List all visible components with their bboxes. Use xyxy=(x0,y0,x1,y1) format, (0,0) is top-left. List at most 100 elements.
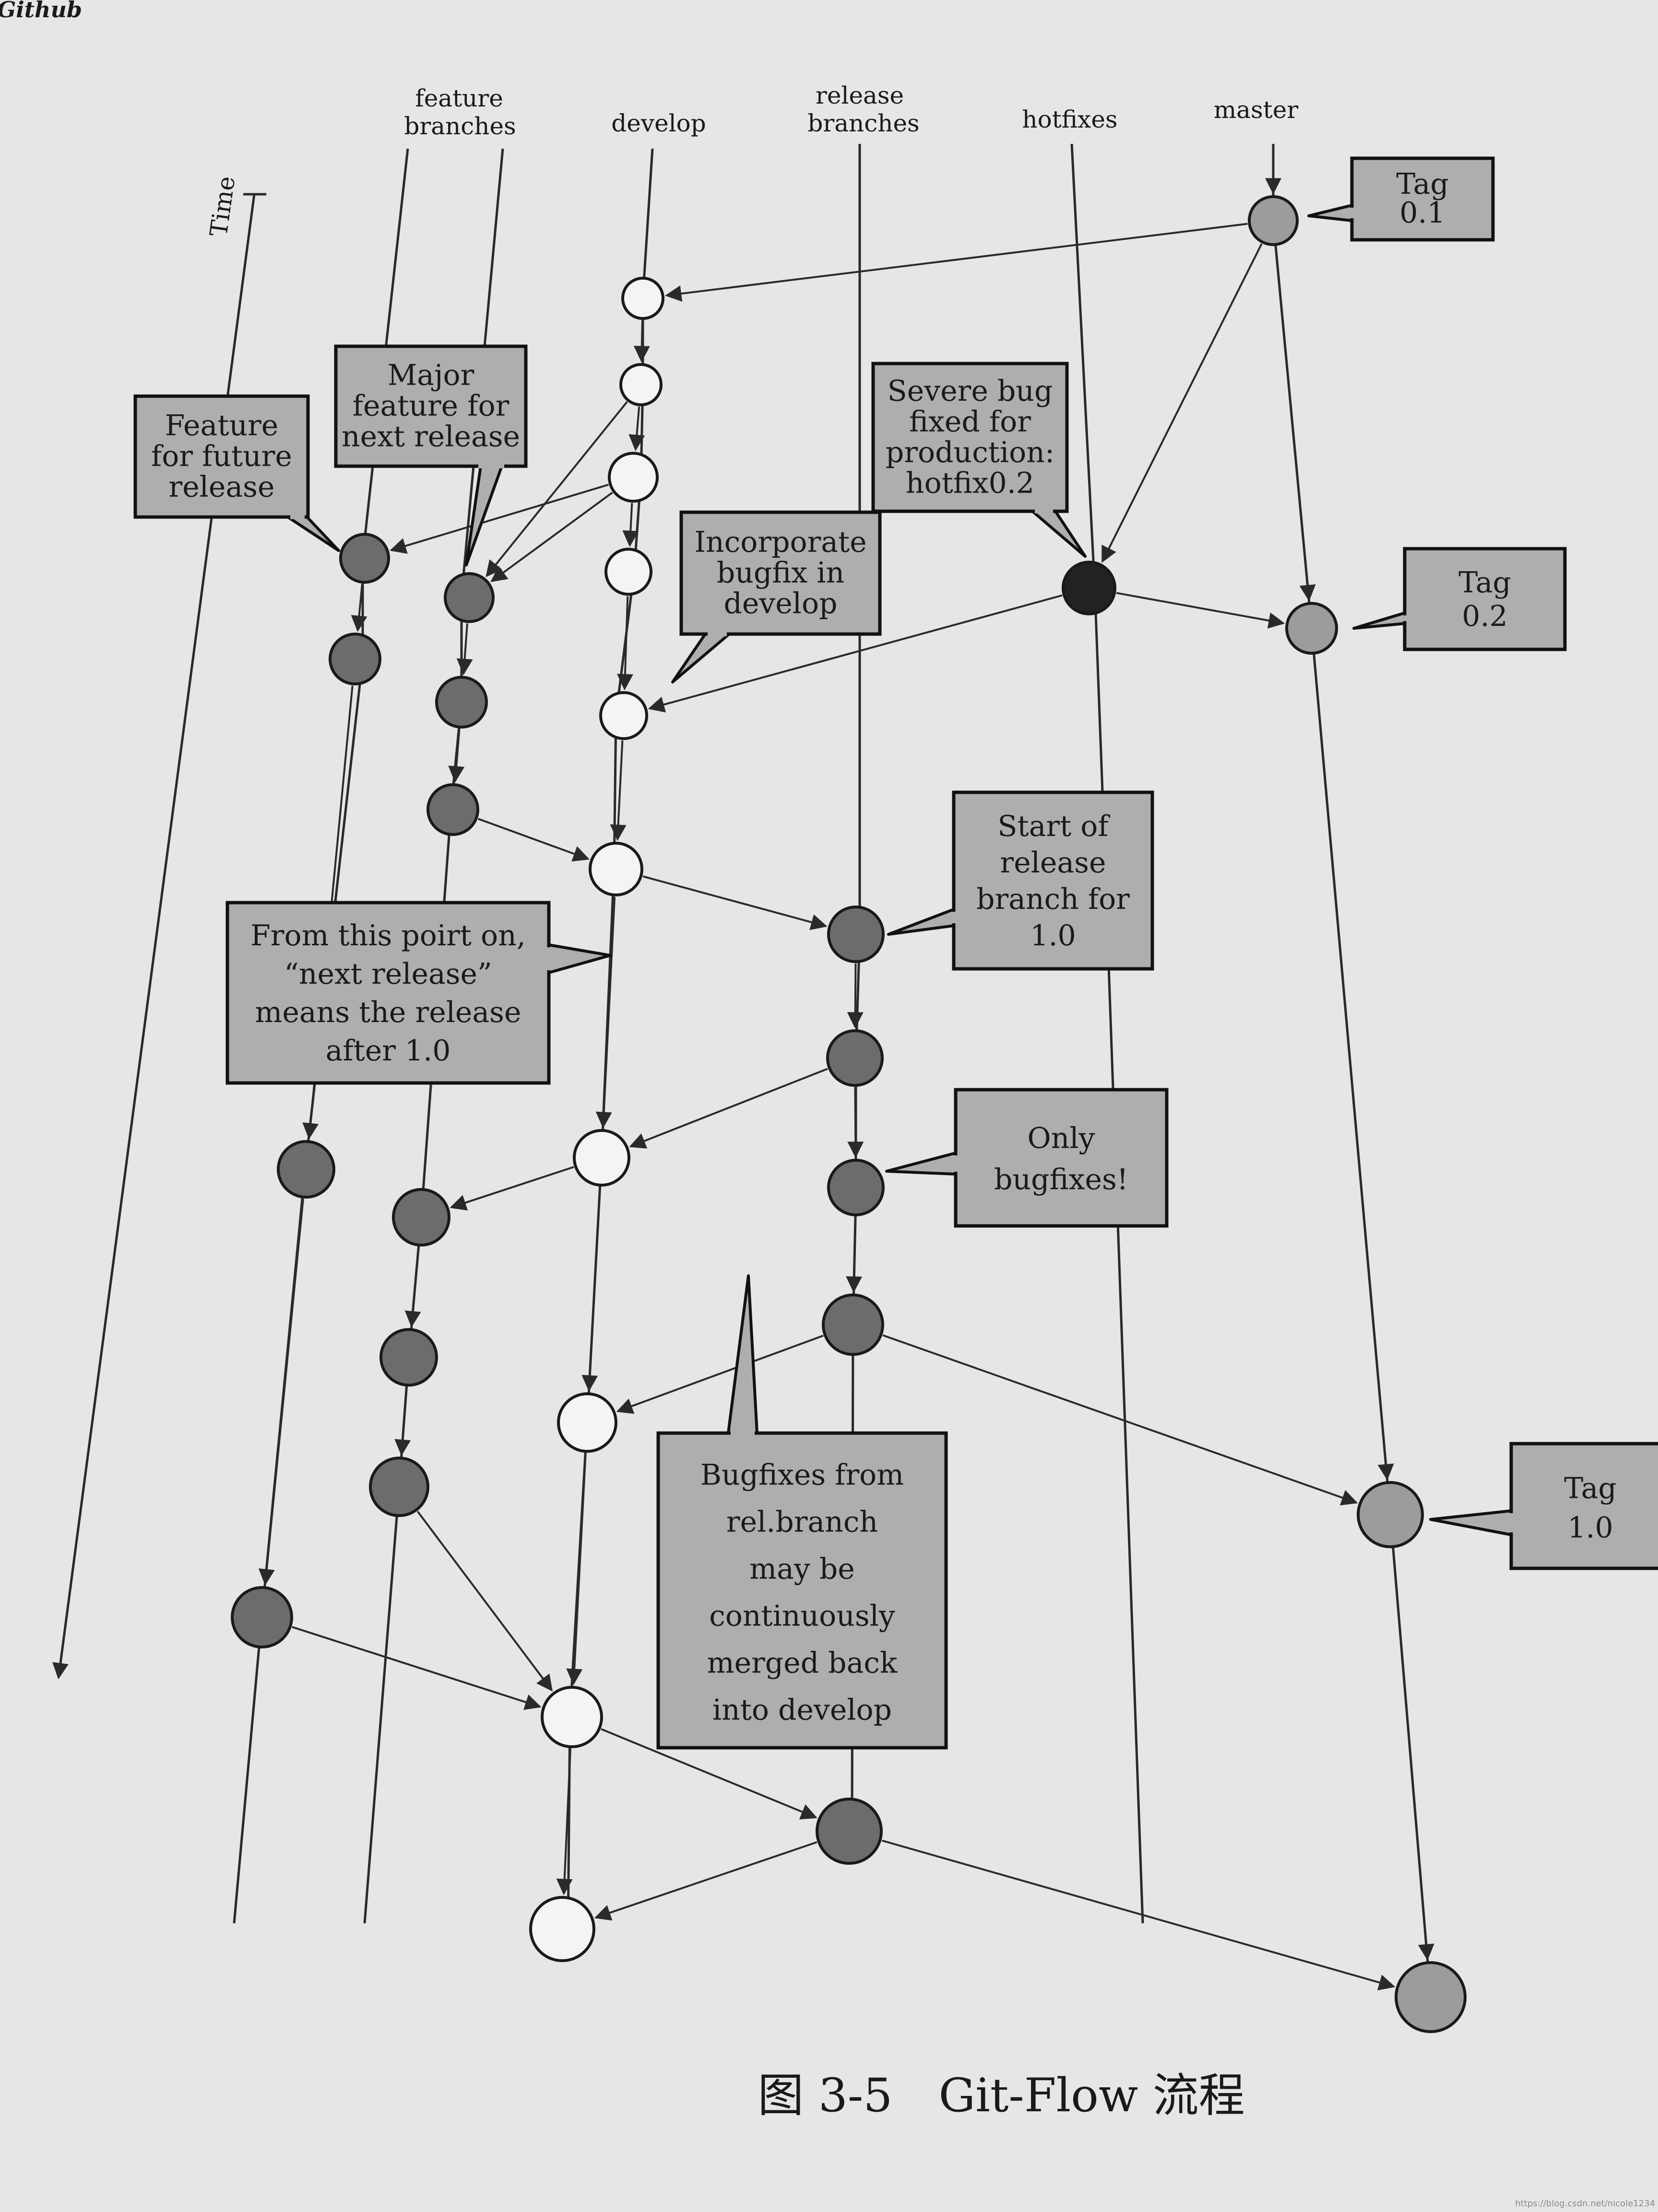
arrow-r4-to-m3 xyxy=(882,1334,1358,1506)
commit-nodes xyxy=(231,195,1467,2033)
develop-commit-node xyxy=(619,363,663,406)
callout-major-line: next release xyxy=(342,420,520,454)
callout-nextrel-pointer xyxy=(547,943,612,974)
arrow-r2-to-d7 xyxy=(629,1068,828,1149)
callout-future-line: for future xyxy=(151,440,292,473)
callout-startrel-line: branch for xyxy=(976,882,1130,916)
header-feature-branches: feature branches xyxy=(404,84,516,140)
time-label: Time xyxy=(204,174,240,238)
callout-nextrel: From this poirt on,“next release”means t… xyxy=(225,901,612,1085)
callout-incorp-line: bugfix in xyxy=(717,556,844,590)
callout-onlybug-pointer xyxy=(885,1152,957,1176)
hotfix-commit-node xyxy=(1062,561,1116,615)
feature-commit-node xyxy=(444,572,495,623)
arrow-d7-to-d8 xyxy=(581,1187,601,1392)
arrow-d5-to-d6 xyxy=(610,740,627,841)
callout-tag10-line: Tag xyxy=(1564,1472,1617,1506)
callout-severe-line: Severe bug xyxy=(888,375,1053,408)
header-master: master xyxy=(1214,96,1299,124)
callout-bugrel-line: continuously xyxy=(709,1600,895,1633)
arrow-d9-to-d10 xyxy=(556,1748,573,1895)
callout-severe-line: production: xyxy=(886,436,1054,470)
callout-tag02-line: Tag xyxy=(1458,566,1511,600)
arrow-d1-to-d2 xyxy=(633,320,650,363)
arrow-d7-to-fb4 xyxy=(450,1166,574,1211)
watermark: https://blog.csdn.net/nicole1234 xyxy=(1515,2199,1655,2209)
arrow-d3-to-fa1 xyxy=(390,483,609,554)
callout-startrel-line: Start of xyxy=(997,810,1110,843)
feature-commit-node xyxy=(231,1586,293,1648)
arrow-d3-to-fb1 xyxy=(490,492,613,582)
callout-incorp-box xyxy=(679,510,882,636)
figure-caption: 图 3-5 Git-Flow 流程 xyxy=(758,2069,1244,2122)
callout-future-line: Feature xyxy=(165,409,279,443)
callout-bugrel-line: merged back xyxy=(707,1647,898,1680)
merge-arrows xyxy=(258,153,1434,1990)
callout-onlybug-box xyxy=(954,1088,1169,1228)
column-headers: feature branches develop release branche… xyxy=(404,82,1298,140)
feature-commit-node xyxy=(369,1457,429,1517)
callout-nextrel-line: means the release xyxy=(255,996,521,1029)
feature-commit-node xyxy=(392,1188,450,1247)
arrow-fb6-to-d9 xyxy=(416,1511,553,1692)
arrow-d2-to-d3 xyxy=(628,406,645,451)
arrow-d9-to-r5 xyxy=(601,1728,817,1820)
develop-commit-node xyxy=(541,1686,603,1748)
develop-commit-node xyxy=(529,1896,595,1962)
develop-commit-node xyxy=(557,1392,617,1453)
arrow-d2-to-fb1 xyxy=(486,401,628,577)
arrow-h1-to-d5 xyxy=(648,594,1063,713)
release-commit-node xyxy=(827,1159,885,1216)
arrow-fa1-to-fa2 xyxy=(351,584,367,632)
callout-nextrel-box xyxy=(225,901,551,1085)
callout-incorp-line: Incorporate xyxy=(694,526,866,559)
master-commit-node xyxy=(1285,602,1338,655)
master-commit-node xyxy=(1248,195,1299,246)
callout-tag10-box xyxy=(1509,1442,1658,1570)
develop-commit-node xyxy=(573,1129,630,1187)
release-commit-node xyxy=(822,1294,884,1356)
callout-bugrel-box xyxy=(656,1431,948,1750)
callout-future-pointer xyxy=(286,516,340,552)
release-commit-node xyxy=(826,1029,884,1087)
callout-bugrel-line: into develop xyxy=(712,1694,892,1727)
arrow-m1-to-h1 xyxy=(1101,243,1263,563)
develop-commit-node xyxy=(599,691,648,740)
arrow-d6-to-r1 xyxy=(642,875,828,930)
arrow-m3-to-m4 xyxy=(1392,1548,1434,1961)
callout-nextrel-line: From this poirt on, xyxy=(250,919,526,953)
arrow-r1-to-r2 xyxy=(847,963,864,1029)
arrow-fb3-to-d6 xyxy=(477,818,590,862)
callout-startrel-line: release xyxy=(1000,846,1106,880)
header-release-branches: release branches xyxy=(807,82,919,137)
arrow-fb1-to-fb2 xyxy=(456,623,473,675)
feature-commit-node xyxy=(426,783,479,836)
feature-commit-node xyxy=(379,1328,438,1387)
callout-startrel-line: 1.0 xyxy=(1030,919,1076,953)
arrow-m1-to-m2 xyxy=(1275,246,1316,601)
callout-bugrel-line: Bugfixes from xyxy=(700,1459,904,1492)
release-commit-node xyxy=(827,906,885,963)
callout-onlybug-line: Only xyxy=(1028,1121,1095,1155)
arrow-r2-to-r3 xyxy=(847,1087,864,1158)
arrow-r5-to-d10 xyxy=(594,1841,817,1921)
callout-bugrel-line: rel.branch xyxy=(726,1506,878,1539)
callout-future-box xyxy=(133,394,310,519)
lane-hotfix xyxy=(1070,143,1144,1924)
master-commit-node xyxy=(1395,1961,1467,2033)
